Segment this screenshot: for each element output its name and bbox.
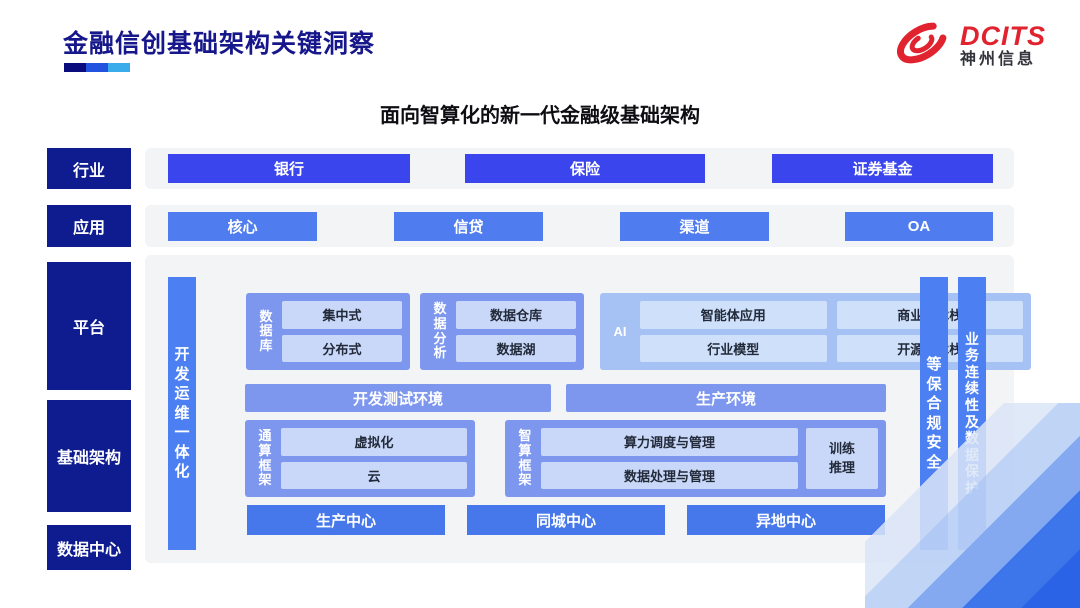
continuity-bar-label: 业务连续性及数据保护 [965, 330, 979, 496]
diagram-title: 面向智算化的新一代金融级基础架构 [380, 105, 700, 127]
company-logo: DCITS 神州信息 [893, 18, 1046, 73]
general-computing-framework-group: 通算框架 虚拟化 云 [245, 420, 475, 497]
intelligent-computing-framework-group: 智算框架 算力调度与管理 数据处理与管理 训练推理 [505, 420, 886, 497]
intelligent-framework-label: 智算框架 [518, 428, 532, 488]
ai-group-label: AI [613, 324, 627, 339]
continuity-protection-vertical-bar: 业务连续性及数据保护 [958, 277, 986, 550]
general-framework-label: 通算框架 [258, 428, 272, 488]
node-dev-test-environment: 开发测试环境 [245, 384, 551, 412]
database-group-label: 数据库 [259, 308, 273, 353]
node-same-city-center: 同城中心 [467, 505, 665, 535]
node-production-center: 生产中心 [247, 505, 445, 535]
node-core: 核心 [168, 212, 317, 241]
row-label-industry: 行业 [47, 148, 131, 189]
node-distributed: 分布式 [282, 334, 402, 362]
node-data-processing: 数据处理与管理 [541, 461, 798, 489]
devops-bar-label: 开发运维一体化 [174, 346, 190, 481]
row-label-datacenter: 数据中心 [47, 525, 131, 570]
node-industry-models: 行业模型 [640, 334, 827, 362]
security-bar-label: 等保合规安全 [926, 356, 942, 471]
node-data-lake: 数据湖 [456, 334, 576, 362]
analytics-group: 数据分析 数据仓库 数据湖 [420, 293, 584, 370]
application-strip: 核心 信贷 渠道 OA [145, 205, 1014, 247]
node-oa: OA [845, 212, 993, 241]
title-underline-bar [64, 63, 130, 72]
row-label-infrastructure: 基础架构 [47, 400, 131, 512]
node-cloud: 云 [281, 461, 467, 489]
devops-vertical-bar: 开发运维一体化 [168, 277, 196, 550]
node-credit: 信贷 [394, 212, 543, 241]
row-label-application: 应用 [47, 205, 131, 247]
industry-strip: 银行 保险 证券基金 [145, 148, 1014, 189]
platform-panel: 开发运维一体化 数据库 集中式 分布式 数据分析 数据仓库 数据湖 AI [145, 255, 1031, 563]
node-production-environment: 生产环境 [566, 384, 886, 412]
node-bank: 银行 [168, 154, 410, 183]
node-insurance: 保险 [465, 154, 705, 183]
node-centralized: 集中式 [282, 301, 402, 329]
node-agent-apps: 智能体应用 [640, 301, 827, 329]
security-compliance-vertical-bar: 等保合规安全 [920, 277, 948, 550]
page-title: 金融信创基础架构关键洞察 [63, 30, 376, 58]
node-remote-center: 异地中心 [687, 505, 885, 535]
dcits-swirl-icon [893, 18, 951, 73]
node-training-inference: 训练推理 [806, 428, 878, 489]
node-data-warehouse: 数据仓库 [456, 301, 576, 329]
node-securities-funds: 证券基金 [772, 154, 993, 183]
row-label-platform: 平台 [47, 262, 131, 390]
logo-brand-text: DCITS [960, 20, 1046, 51]
node-compute-scheduling: 算力调度与管理 [541, 428, 798, 456]
analytics-group-label: 数据分析 [433, 301, 447, 361]
database-group: 数据库 集中式 分布式 [246, 293, 410, 370]
node-channel: 渠道 [620, 212, 769, 241]
logo-company-text: 神州信息 [960, 51, 1037, 69]
node-virtualization: 虚拟化 [281, 428, 467, 456]
